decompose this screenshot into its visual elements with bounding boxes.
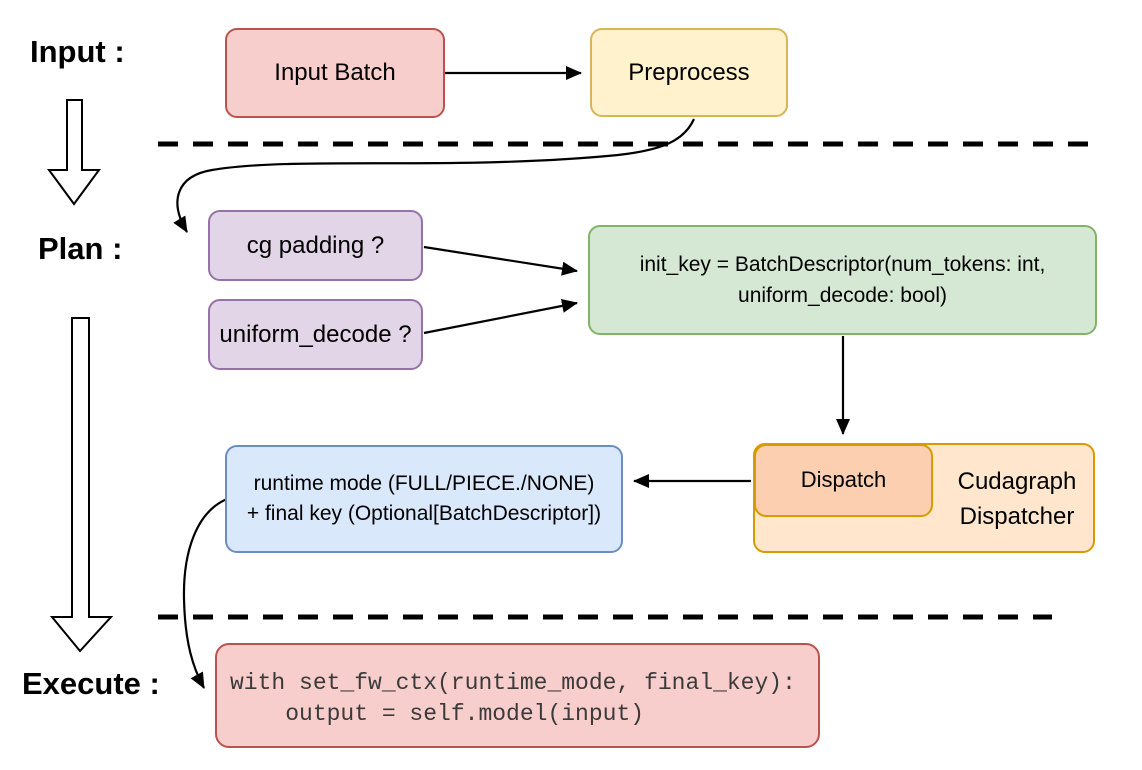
node-input-batch-label: Input Batch [274, 59, 396, 87]
node-init-key-line1: init_key = BatchDescriptor(num_tokens: i… [639, 252, 1046, 276]
node-dispatch-label: Dispatch [800, 467, 887, 493]
node-init-key-line2: uniform_decode: bool) [738, 284, 947, 307]
node-execute-code: with set_fw_ctx(runtime_mode, final_key)… [215, 643, 820, 748]
arrow-uniform-decode-to-init-key [423, 299, 578, 335]
section-label-execute: Execute : [22, 666, 160, 701]
section-label-input: Input : [30, 34, 125, 69]
node-runtime-mode: runtime mode (FULL/PIECE./NONE) + final … [225, 445, 623, 553]
node-cudagraph-dispatcher-label: Cudagraph Dispatcher [937, 445, 1097, 555]
cudagraph-label-line1: Cudagraph [957, 468, 1077, 496]
node-input-batch: Input Batch [225, 28, 445, 118]
arrow-runtime-mode-to-execute-code [182, 497, 228, 689]
node-preprocess: Preprocess [590, 28, 788, 117]
node-dispatch: Dispatch [754, 444, 933, 517]
node-cg-padding-label: cg padding ? [246, 231, 385, 259]
node-init-key: init_key = BatchDescriptor(num_tokens: i… [588, 225, 1097, 335]
cudagraph-label-line2: Dispatcher [959, 503, 1075, 530]
node-runtime-mode-line2: + final key (Optional[BatchDescriptor]) [246, 502, 602, 525]
input-to-plan-hollow-arrow [47, 99, 101, 206]
node-cg-padding: cg padding ? [208, 210, 423, 281]
arrow-cg-padding-to-init-key [423, 245, 578, 276]
section-label-plan: Plan : [38, 231, 123, 266]
plan-to-execute-hollow-arrow [49, 317, 114, 653]
node-runtime-mode-line1: runtime mode (FULL/PIECE./NONE) [253, 471, 595, 495]
node-preprocess-label: Preprocess [628, 58, 750, 86]
execute-code-line2: output = self.model(input) [230, 700, 645, 727]
node-uniform-decode-label: uniform_decode ? [219, 320, 412, 348]
arrow-preprocess-to-cg-padding [173, 118, 696, 233]
execute-code-line1: with set_fw_ctx(runtime_mode, final_key)… [230, 669, 796, 696]
node-uniform-decode: uniform_decode ? [208, 299, 423, 370]
